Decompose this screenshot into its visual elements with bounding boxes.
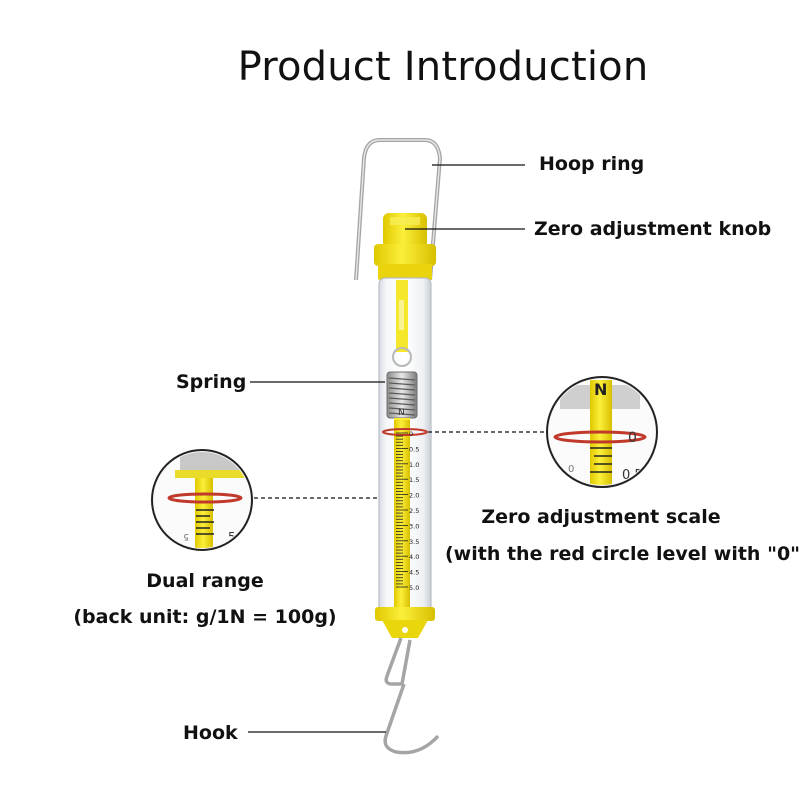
leader-lines — [248, 164, 546, 733]
label-hook: Hook — [183, 722, 238, 744]
zero-adjustment-knob — [374, 213, 436, 280]
label-zero-scale-note: (with the red circle level with "0") — [445, 543, 800, 565]
page-title: Product Introduction — [237, 44, 649, 90]
label-dual-range: Dual range — [146, 570, 264, 592]
red-ring — [382, 428, 428, 436]
scale-tick-label: 0.5 — [409, 445, 419, 453]
label-spring: Spring — [176, 371, 247, 393]
scale-tick-label: 5.0 — [409, 584, 419, 592]
scale-tick-label: 0 — [409, 430, 413, 438]
label-dual-range-note: (back unit: g/1N = 100g) — [73, 606, 337, 628]
spring — [386, 371, 418, 426]
scale-tick-label: 2.5 — [409, 507, 419, 515]
zero-scale-zoom: N 0 0.5 0 — [546, 376, 658, 488]
label-zero-adjustment-knob: Zero adjustment knob — [534, 218, 772, 240]
bottom-cap — [375, 607, 435, 638]
scale-tick-label: 3.5 — [409, 538, 419, 546]
scale-tick-label: 4.0 — [409, 553, 419, 561]
label-zero-adjustment-scale: Zero adjustment scale — [481, 506, 721, 528]
scale-tick-label: 1.5 — [409, 476, 419, 484]
scale-tick-label: 1.0 — [409, 461, 419, 469]
scale-tick-label: 3.0 — [409, 522, 419, 530]
scale-tick-label: 2.0 — [409, 492, 419, 500]
hoop-ring — [354, 138, 442, 281]
dual-range-zoom: 50 5 — [151, 449, 253, 551]
scale-unit: N — [398, 408, 405, 418]
scale-tick-label: 4.5 — [409, 569, 419, 577]
zoom-right-unit: N — [594, 380, 607, 399]
zoom-right-small: 0 — [568, 464, 574, 475]
zoom-left-small: 5 — [183, 531, 189, 541]
scale-labels: 0 0.5 1.0 1.5 2.0 2.5 3.0 3.5 4.0 4.5 5.0 — [409, 430, 419, 592]
hook — [383, 637, 440, 755]
label-hoop-ring: Hoop ring — [539, 153, 645, 175]
zoom-right-zero: 0 — [628, 430, 637, 446]
scale-ticks — [396, 432, 408, 588]
